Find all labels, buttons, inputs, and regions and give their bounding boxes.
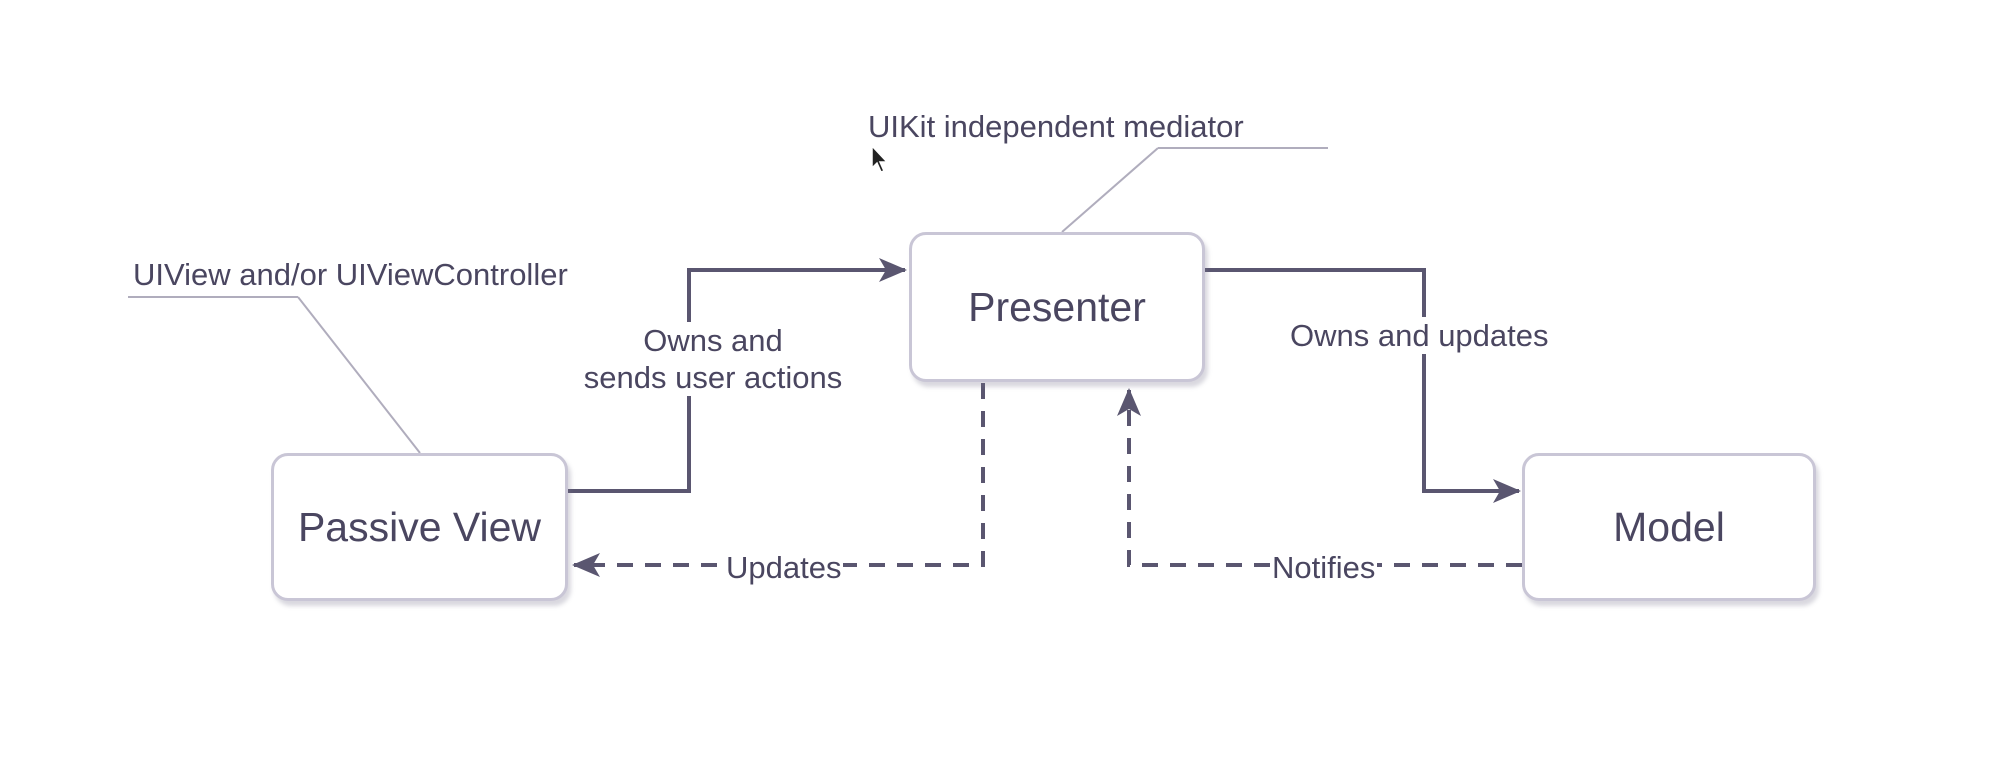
mouse-pointer-icon	[871, 145, 889, 173]
model-node-label: Model	[1613, 503, 1725, 550]
edge-label-owns-sends-line2: sends user actions	[583, 360, 843, 396]
passive-view-node-label: Passive View	[297, 503, 542, 550]
edge-label-notifies: Notifies	[1270, 549, 1378, 587]
edge-presenter-to-model	[1205, 268, 1521, 503]
edge-label-updates: Updates	[724, 549, 844, 587]
presenter-note: UIKit independent mediator	[868, 109, 1244, 144]
view-note-connector	[128, 296, 421, 454]
view-note: UIView and/or UIViewController	[133, 257, 568, 292]
presenter-node[interactable]: Presenter	[909, 232, 1205, 382]
edge-label-owns-updates: Owns and updates	[1288, 317, 1551, 355]
edge-label-owns-sends-line1: Owns and	[643, 323, 783, 358]
passive-view-node[interactable]: Passive View	[271, 453, 568, 601]
edge-model-to-presenter	[1117, 388, 1522, 567]
presenter-node-label: Presenter	[968, 283, 1146, 330]
model-node[interactable]: Model	[1522, 453, 1816, 601]
edge-label-owns-sends: Owns and sends user actions	[576, 322, 850, 397]
edge-presenter-to-view	[572, 383, 985, 577]
presenter-note-connector	[1061, 147, 1328, 233]
